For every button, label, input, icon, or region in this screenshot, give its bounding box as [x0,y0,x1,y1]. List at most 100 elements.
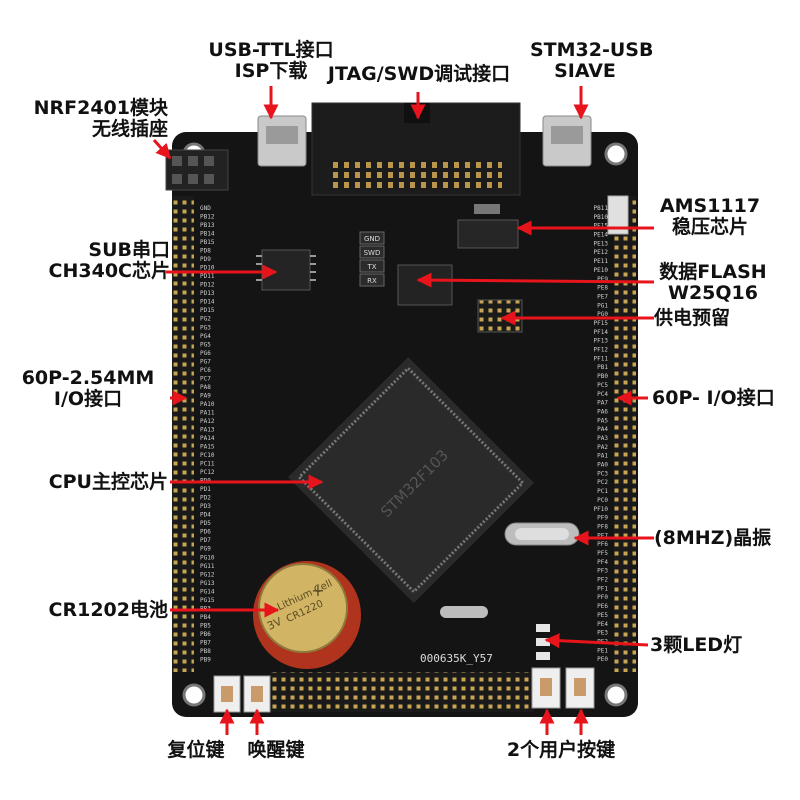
label-cpu-line1: CPU主控芯片 [48,471,168,493]
left-pin-label: PC7 [200,375,211,382]
right-pin-label: PF4 [597,559,608,566]
label-io-right: 60P- I/O接口 [652,388,792,409]
right-pin-label: PF2 [597,577,608,584]
swd-pad [359,273,385,287]
right-pin-label: PE13 [594,240,609,247]
right-pin-label: PC2 [597,479,608,486]
left-pin-label: PC11 [200,461,215,468]
label-led: 3颗LED灯 [650,635,762,656]
label-io-left-line1: 60P-2.54MM [21,367,155,389]
label-reset-line1: 复位键 [167,739,225,761]
right-pin-label: PF1 [597,585,608,592]
label-reset: 复位键 [156,740,236,761]
left-pin-label: PB8 [200,648,211,655]
label-stm32-usb-line2: SIAVE [554,60,616,82]
label-flash: 数据FLASH W25Q16 [652,262,774,304]
right-pin-label: PC0 [597,497,608,504]
right-pin-label: PE7 [597,293,608,300]
right-pin-label: PA6 [597,408,608,415]
ch340c-chip [261,249,311,291]
label-sub: SUB串口 CH340C芯片 [20,240,170,282]
left-pin-label: PG14 [200,588,215,595]
left-pin-label: PB7 [200,639,211,646]
callout-arrows [152,86,655,735]
ams1117-chip [457,219,519,249]
left-pin-label: PG7 [200,358,211,365]
left-pin-label: PB13 [200,222,215,229]
right-pin-label: PC3 [597,470,608,477]
swd-label: TX [366,263,376,271]
label-io-left-line2: I/O接口 [53,388,123,410]
right-pin-label: PA1 [597,453,608,460]
left-pin-label: PA13 [200,426,215,433]
right-pin-label: PG0 [597,311,608,318]
label-battery-line1: CR1202电池 [48,599,168,621]
power-header-j2 [477,299,523,333]
left-pin-label: PG3 [200,324,211,331]
left-pin-label: PG12 [200,571,215,578]
left-pin-label: PD5 [200,520,211,527]
label-wakeup-line1: 唤醒键 [247,739,305,761]
left-pin-label: PD14 [200,299,215,306]
left-pin-label: PD6 [200,529,211,536]
label-ams: AMS1117 稳压芯片 [652,196,768,238]
mount-hole-bl [182,683,206,707]
swd-pad [359,245,385,259]
swd-pad [359,231,385,245]
left-pin-label: PG13 [200,580,215,587]
usb-slave-connector [542,115,592,167]
right-pin-label: PC5 [597,382,608,389]
right-pin-label: PA5 [597,417,608,424]
left-pin-label: PB14 [200,231,215,238]
right-pin-label: PE4 [597,621,608,628]
right-pin-label: PE9 [597,276,608,283]
left-pin-label: PD10 [200,265,215,272]
left-pin-label: PD1 [200,486,211,493]
left-pin-label: PA9 [200,392,211,399]
right-pin-label: PA3 [597,435,608,442]
label-sub-line2: CH340C芯片 [48,260,170,282]
bottom-pin-header [270,672,534,712]
right-pin-label: PE10 [594,267,609,274]
right-pin-label: PF13 [594,338,609,345]
label-power: 供电预留 [654,308,764,329]
label-stm32-usb-line1: STM32-USB [530,39,654,61]
left-pin-label: PG9 [200,546,211,553]
left-pin-label: PD8 [200,248,211,255]
label-user-keys-line1: 2个用户按键 [506,739,616,761]
cpu-chip: STM32F103 [287,356,535,604]
label-user-keys: 2个用户按键 [480,740,642,761]
right-pin-label: PB11 [594,205,609,212]
left-pin-label: PD3 [200,503,211,510]
right-pin-label: PC1 [597,488,608,495]
right-pin-label: PF0 [597,594,608,601]
swd-label: SWD [364,249,381,257]
left-pin-label: PA11 [200,409,215,416]
left-pin-label: PD4 [200,512,211,519]
left-pin-label: PB5 [200,622,211,629]
left-pin-label: PG5 [200,341,211,348]
label-led-line1: 3颗LED灯 [650,634,743,656]
left-pin-label: PC12 [200,469,215,476]
label-stm32-usb: STM32-USB SIAVE [530,40,653,82]
label-io-right-line1: 60P- I/O接口 [652,387,775,409]
wakeup-button [243,675,271,713]
right-pin-label: PF3 [597,568,608,575]
right-pin-label: PE8 [597,285,608,292]
right-pin-label: PE5 [597,612,608,619]
right-pin-label: PA4 [597,426,608,433]
mount-hole-tr [604,142,628,166]
svg-text:+: + [311,581,324,600]
user-button-2 [565,667,595,709]
right-pin-label: PG1 [597,302,608,309]
left-pin-labels: GNDPB12PB13PB14PB15PD8PD9PD10PD11PD12PD1… [200,205,215,663]
left-pin-label: PD2 [200,495,211,502]
label-crystal-line1: (8MHZ)晶振 [654,527,772,549]
left-pin-label: PD7 [200,537,211,544]
left-pin-label: PG11 [200,563,215,570]
right-pin-label: PC4 [597,391,608,398]
left-pin-label: PG4 [200,333,211,340]
right-pin-label: PF11 [594,355,609,362]
